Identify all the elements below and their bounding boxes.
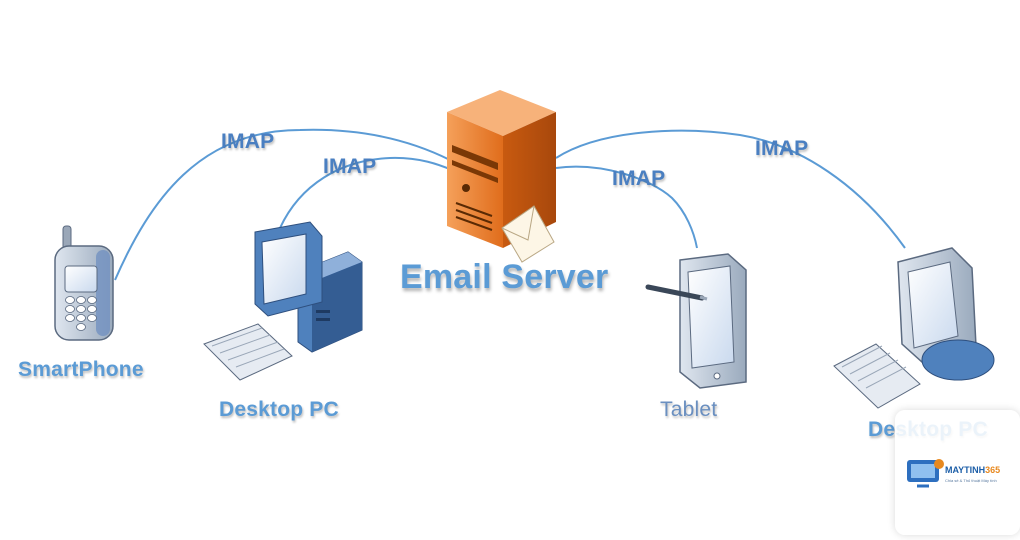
line-tablet — [555, 165, 698, 249]
desktop-right-icon — [833, 247, 995, 409]
watermark-tagline: Chia sẻ & Thủ thuật Máy tính — [945, 478, 997, 483]
monitor-logo-icon — [907, 459, 944, 488]
tablet-label: Tablet — [660, 398, 718, 421]
envelope-icon — [501, 205, 555, 263]
imap-label-smartphone: IMAP — [221, 130, 275, 153]
desktop-left-icon — [203, 221, 363, 381]
watermark-brand-accent: 365 — [985, 465, 1001, 475]
imap-label-desktop-left: IMAP — [323, 155, 377, 178]
watermark-brand-main: MAYTINH — [945, 465, 986, 475]
server-label: Email Server — [400, 258, 609, 296]
desktop-left-label: Desktop PC — [219, 398, 339, 421]
line-desktop-right — [555, 129, 906, 249]
smartphone-label: SmartPhone — [18, 358, 144, 381]
smartphone-icon — [54, 225, 114, 341]
imap-label-desktop-right: IMAP — [755, 137, 809, 160]
watermark-brand: MAYTINH365 — [945, 465, 1000, 475]
imap-label-tablet: IMAP — [612, 167, 666, 190]
tablet-icon — [645, 253, 747, 389]
line-desktop-left — [279, 156, 453, 229]
connection-lines — [114, 128, 906, 281]
line-smartphone — [114, 128, 451, 281]
server-icon — [447, 90, 556, 248]
watermark-logo: MAYTINH365 Chia sẻ & Thủ thuật Máy tính — [895, 410, 1020, 535]
